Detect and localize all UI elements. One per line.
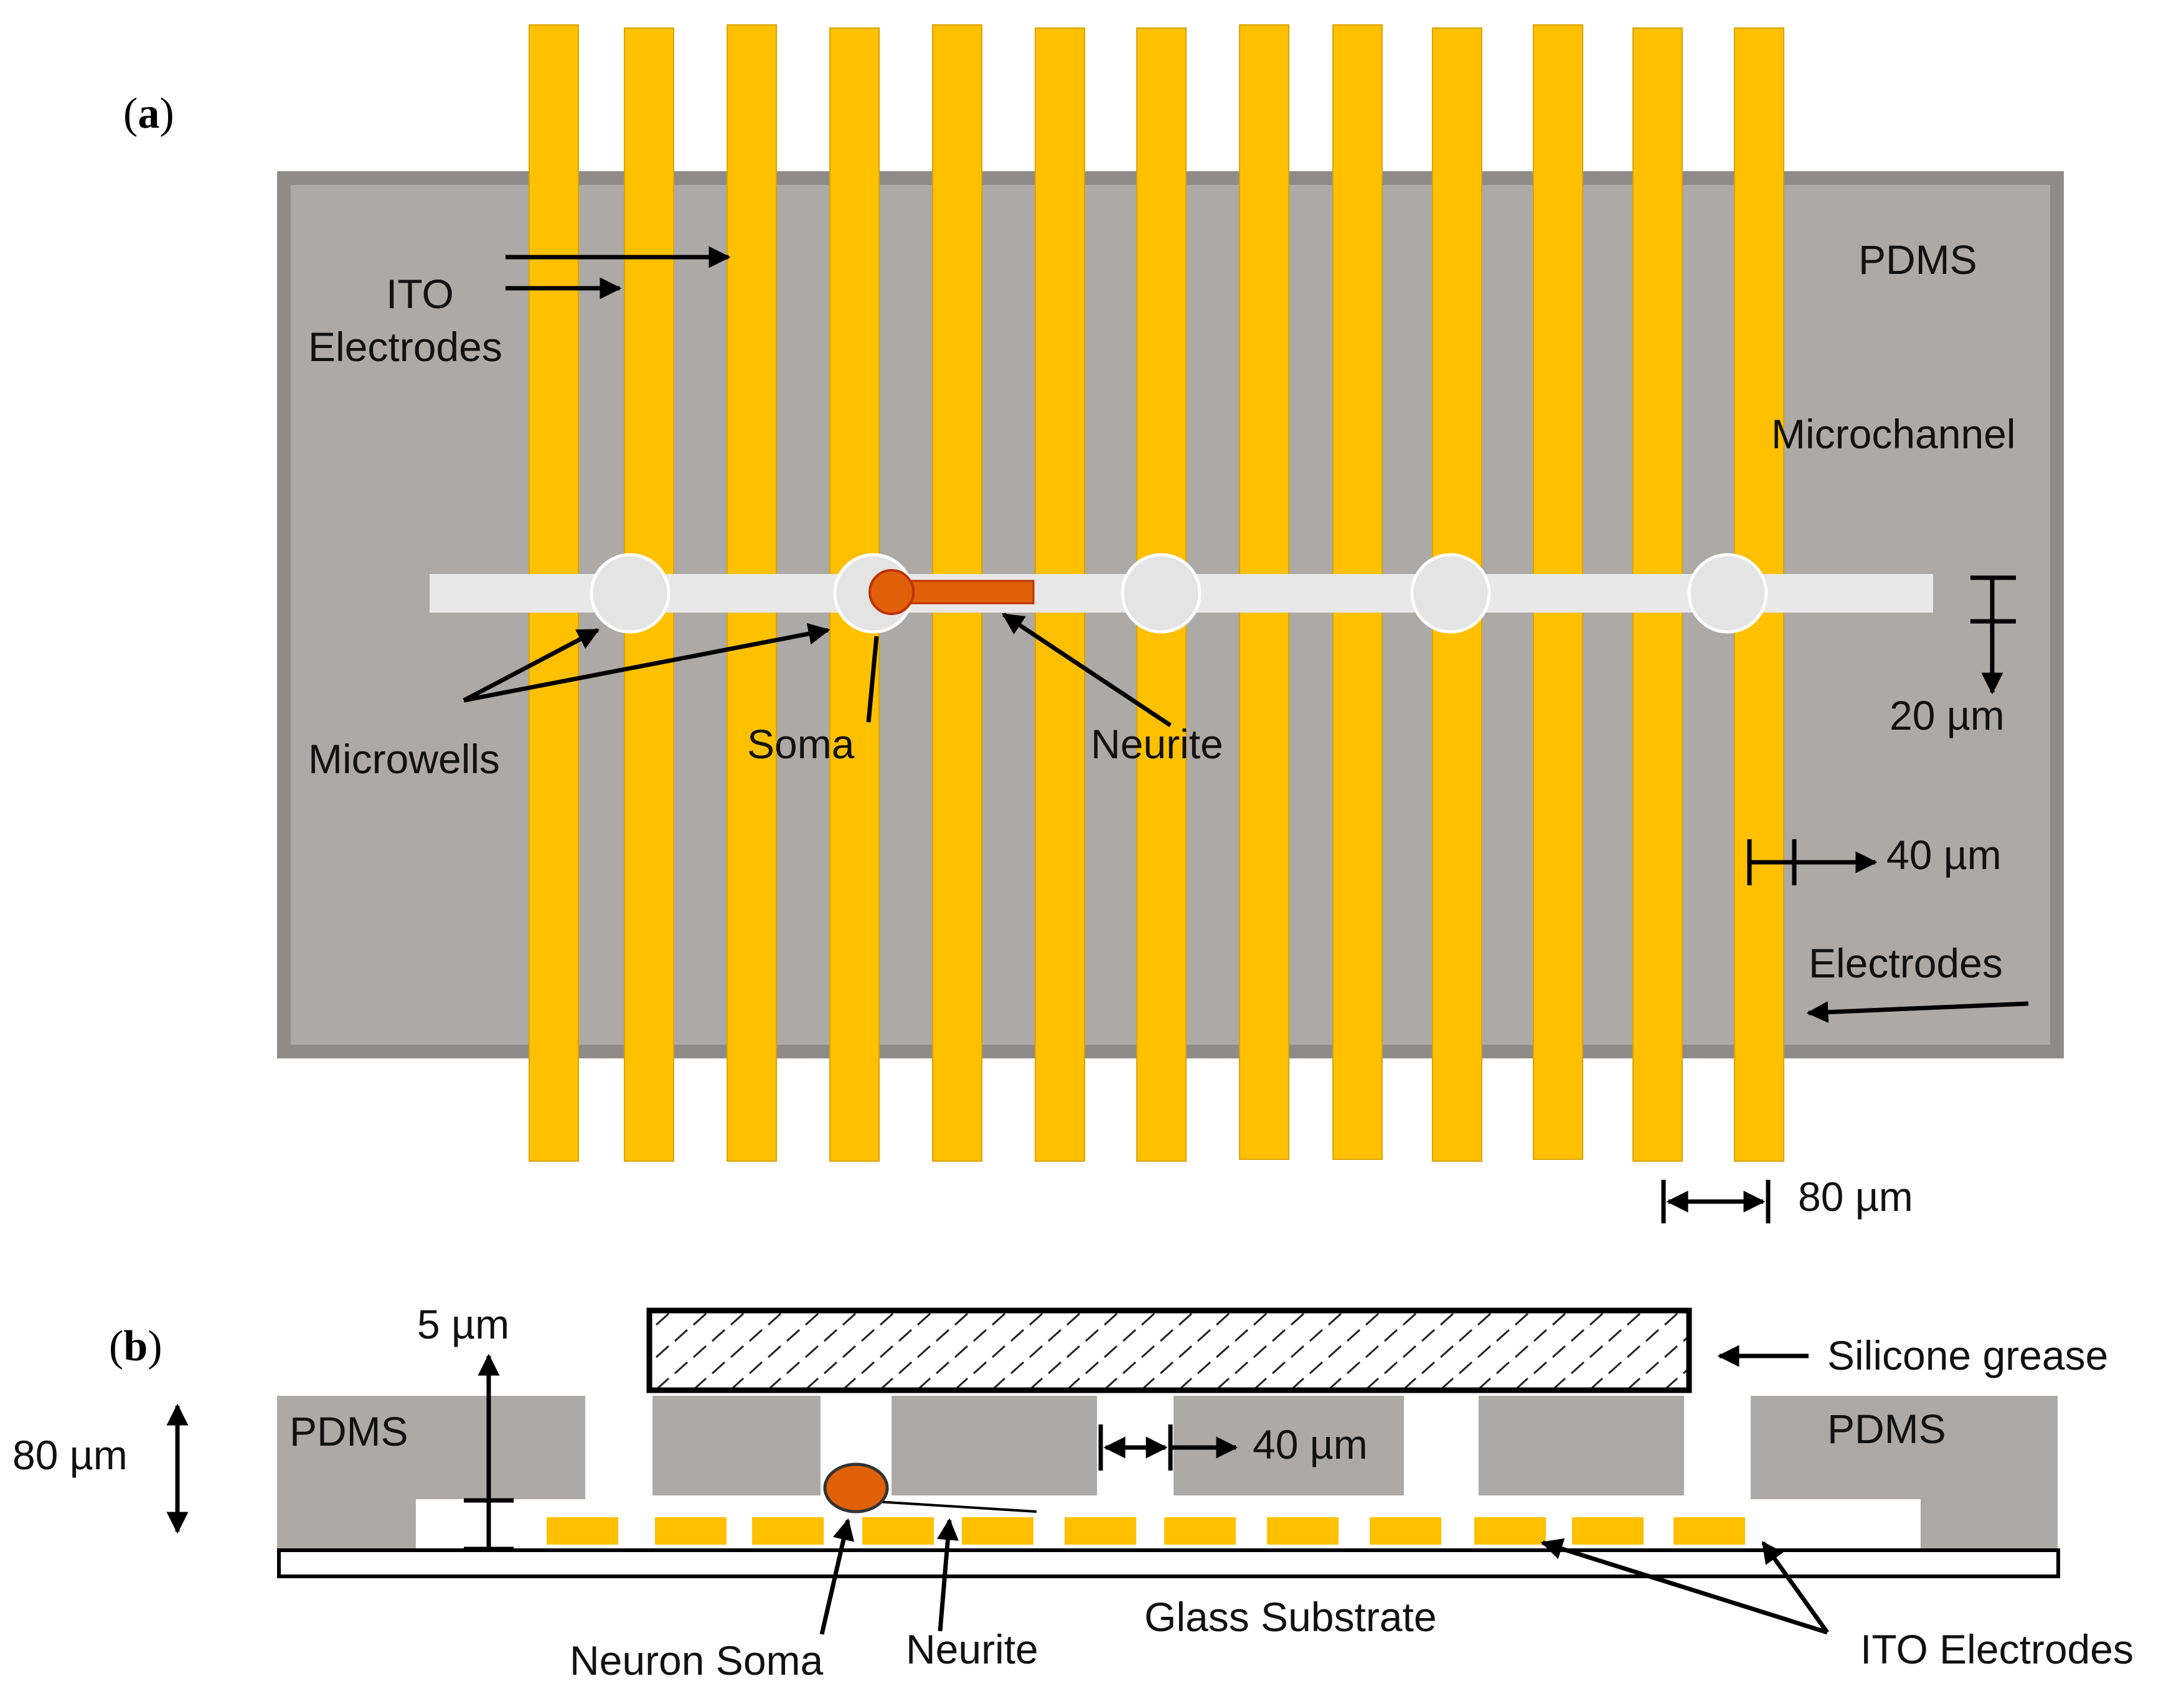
microwells (590, 553, 1768, 634)
electrode-pads (547, 1517, 1745, 1545)
neuron-soma-side (823, 1462, 889, 1513)
electrode-pad (547, 1517, 618, 1545)
arrows-panel-a (463, 246, 2029, 1223)
neurite-arrow (1002, 613, 1172, 727)
electrodes-arrow (1806, 1001, 2029, 1024)
glass-substrate (277, 1548, 2060, 1578)
neurite-side (857, 1499, 1037, 1513)
silicone-grease-layer (646, 1307, 1692, 1393)
dim-80um-side-label: 80 µm (12, 1432, 128, 1478)
electrode-pad (862, 1517, 934, 1545)
electrode-pad (655, 1517, 727, 1545)
ito-electrodes-side-label: ITO Electrodes (1860, 1626, 2134, 1672)
electrode-pad (1370, 1517, 1441, 1545)
soma-pointer (866, 636, 879, 723)
microwell-arrow-2 (463, 623, 831, 703)
neurite-label: Neurite (1091, 721, 1223, 767)
microwells-label: Microwells (308, 736, 500, 782)
dim-40um-side-label: 40 µm (1253, 1421, 1368, 1467)
microwell (1410, 553, 1491, 634)
panel-a-label: (a) (123, 90, 174, 138)
pdms-block-4 (1479, 1396, 1684, 1495)
pdms-right-block (1751, 1396, 2058, 1550)
soma-top (868, 569, 915, 615)
dim-20um-label: 20 µm (1890, 692, 2005, 738)
microwell (1121, 553, 1202, 634)
electrodes-label: Electrodes (1809, 940, 2003, 986)
panel-a: (a) PDMS ITO Electrodes Microchannel Mic… (123, 24, 2064, 1223)
neurite-side-label: Neurite (906, 1626, 1038, 1672)
dim-40um-label: 40 µm (1886, 832, 2002, 878)
glass-substrate-label: Glass Substrate (1144, 1594, 1437, 1640)
electrode-pad (1267, 1517, 1339, 1545)
pdms-right-label: PDMS (1827, 1406, 1946, 1452)
electrode-pad (1673, 1517, 1745, 1545)
dim-5um-label: 5 µm (417, 1301, 509, 1347)
microwell (1687, 553, 1768, 634)
ito-side-arrow-1 (1540, 1538, 1829, 1635)
panel-b-label: (b) (109, 1322, 162, 1370)
neurite-side-arrow (936, 1518, 959, 1632)
electrode-pad (1572, 1517, 1644, 1545)
electrode-pad (1065, 1517, 1136, 1545)
neuron-soma-label: Neuron Soma (570, 1637, 824, 1683)
microchannel-label: Microchannel (1771, 411, 2016, 457)
electrode-pad (752, 1517, 824, 1545)
electrode-pad (1164, 1517, 1236, 1545)
arrows-panel-b (166, 1345, 1829, 1635)
electrode-pad (1474, 1517, 1546, 1545)
dim-80um-label: 80 µm (1798, 1174, 1913, 1220)
silicone-grease-label: Silicone grease (1827, 1332, 2108, 1378)
ito-electrodes-label-line2: Electrodes (308, 324, 502, 370)
microwell-arrow-1 (463, 628, 600, 703)
pdms-label: PDMS (1858, 237, 1977, 283)
pdms-block-1 (652, 1396, 821, 1495)
electrode-pad (962, 1517, 1033, 1545)
pdms-left-block (277, 1396, 585, 1550)
microwell (590, 553, 671, 634)
neuron-soma-arrow (819, 1518, 855, 1635)
pdms-block-2 (892, 1396, 1097, 1495)
ito-side-arrow-2 (1761, 1541, 1829, 1634)
ito-electrodes-label-line1: ITO (386, 271, 454, 317)
soma-label: Soma (747, 721, 855, 767)
panel-b: (b) 5 µm 80 µm PDMS PDMS Silicone grease… (12, 1301, 2134, 1683)
pdms-left-label: PDMS (289, 1408, 408, 1454)
